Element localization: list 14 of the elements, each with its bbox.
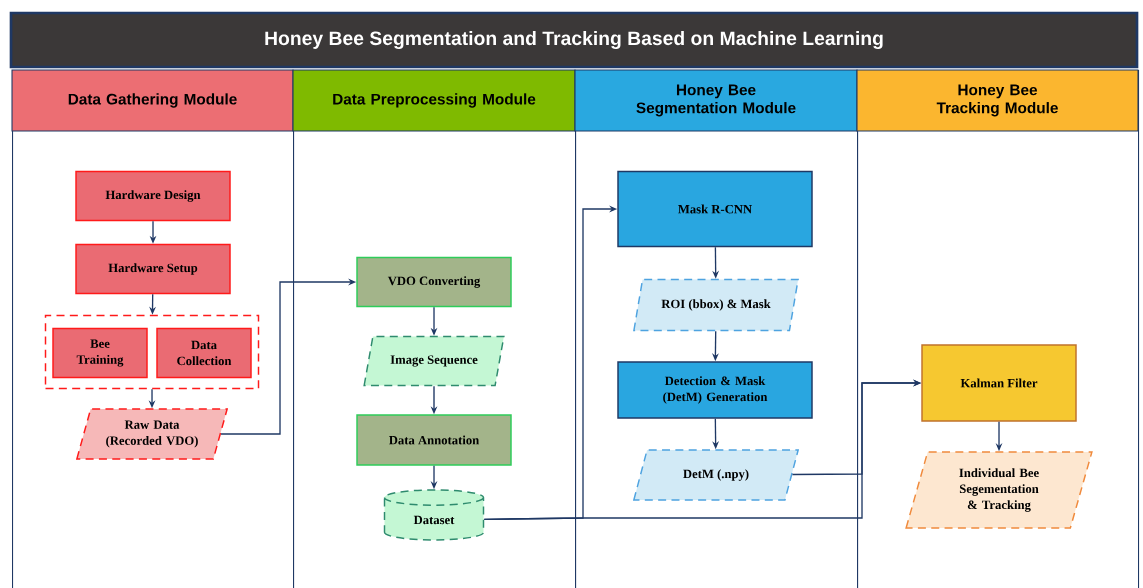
process-box: Bee Training (52, 327, 148, 379)
database-cylinder: Dataset (383, 489, 485, 541)
process-box: Kalman Filter (921, 344, 1077, 422)
process-box: Data Collection (156, 327, 252, 379)
data-parallelogram: Image Sequence (363, 335, 505, 387)
group-box (44, 314, 260, 390)
process-box: Mask R-CNN (617, 170, 813, 248)
process-box: Hardware Setup (75, 243, 231, 295)
process-box: Hardware Design (75, 170, 231, 222)
title-banner: Honey Bee Segmentation and Tracking Based on Machine Learning (9, 11, 1139, 69)
data-parallelogram: ROI (bbox) & Mask (633, 278, 799, 332)
process-box: Detection & Mask (DetM) Generation (617, 361, 813, 419)
process-box: VDO Converting (356, 256, 512, 308)
process-box: Data Annotation (356, 414, 512, 466)
